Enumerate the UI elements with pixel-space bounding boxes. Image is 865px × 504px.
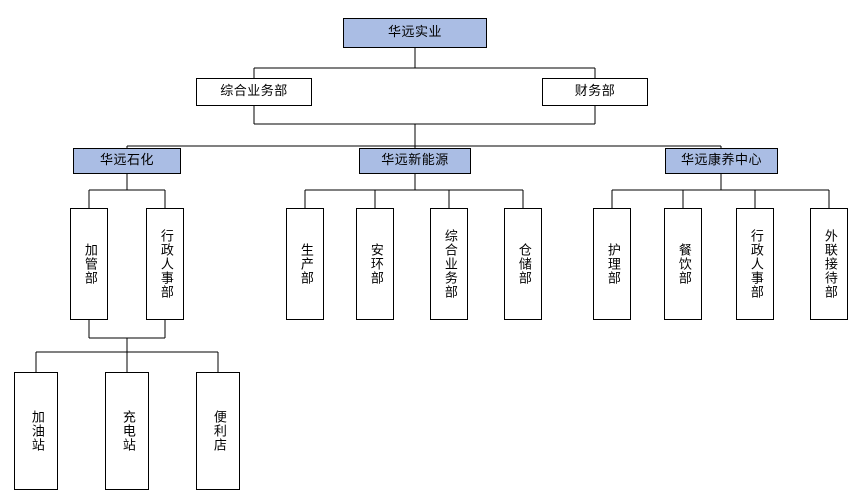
node-petro-admin-hr-dept[interactable]: 行政人事部 (146, 208, 184, 320)
node-label: 安环部 (367, 243, 383, 285)
node-nursing-dept[interactable]: 护理部 (593, 208, 631, 320)
node-label: 综合业务部 (220, 84, 288, 100)
node-warehouse-dept[interactable]: 仓储部 (504, 208, 542, 320)
node-fuel-management-dept[interactable]: 加管部 (70, 208, 108, 320)
node-label: 华远实业 (387, 25, 442, 41)
node-convenience-store[interactable]: 便利店 (196, 372, 240, 490)
node-huayuan-health-center[interactable]: 华远康养中心 (665, 148, 778, 174)
node-energy-general-business-dept[interactable]: 综合业务部 (430, 208, 468, 320)
node-label: 加油站 (28, 410, 44, 452)
node-label: 便利店 (210, 410, 226, 452)
node-production-dept[interactable]: 生产部 (286, 208, 324, 320)
node-label: 生产部 (297, 243, 313, 285)
node-huayuan-new-energy[interactable]: 华远新能源 (359, 148, 471, 174)
node-label: 华远新能源 (381, 153, 449, 169)
node-care-admin-hr-dept[interactable]: 行政人事部 (736, 208, 774, 320)
node-label: 行政人事部 (157, 229, 173, 299)
node-label: 华远石化 (99, 153, 154, 169)
node-label: 护理部 (604, 243, 620, 285)
node-label: 充电站 (119, 410, 135, 452)
node-finance-dept[interactable]: 财务部 (542, 78, 648, 106)
node-charging-station[interactable]: 充电站 (105, 372, 149, 490)
node-label: 仓储部 (515, 243, 531, 285)
node-root-huayuan-industry[interactable]: 华远实业 (343, 18, 487, 48)
node-label: 餐饮部 (675, 243, 691, 285)
node-external-liaison-dept[interactable]: 外联接待部 (810, 208, 848, 320)
node-gas-station[interactable]: 加油站 (14, 372, 58, 490)
node-huayuan-petrochemical[interactable]: 华远石化 (73, 148, 181, 174)
node-safety-environment-dept[interactable]: 安环部 (356, 208, 394, 320)
node-label: 华远康养中心 (680, 153, 762, 169)
node-catering-dept[interactable]: 餐饮部 (664, 208, 702, 320)
node-label: 加管部 (81, 243, 97, 285)
node-general-business-dept[interactable]: 综合业务部 (196, 78, 312, 106)
node-label: 行政人事部 (747, 229, 763, 299)
node-label: 财务部 (574, 84, 616, 100)
node-label: 外联接待部 (821, 229, 837, 299)
node-label: 综合业务部 (441, 229, 457, 299)
